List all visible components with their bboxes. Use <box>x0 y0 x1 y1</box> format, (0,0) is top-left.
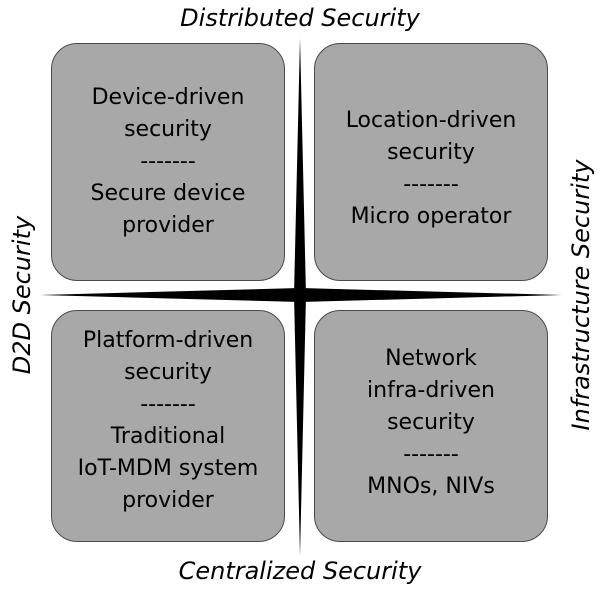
quadrant-separator: ------- <box>403 442 459 467</box>
quadrant-line: security <box>124 360 212 385</box>
axis-label-d2d: D2D Security <box>8 215 36 375</box>
quadrant-line: provider <box>122 213 214 238</box>
axis-label-distributed: Distributed Security <box>180 4 420 32</box>
quadrant-line: Location-driven <box>345 108 517 133</box>
horizontal-axis <box>40 288 562 302</box>
quadrant-separator: ------- <box>140 149 196 174</box>
quadrant-line: Traditional <box>110 424 226 449</box>
quadrant-platform-driven: Platform-driven security ------- Traditi… <box>51 310 285 542</box>
quadrant-line: Micro operator <box>350 204 512 229</box>
quadrant-line: Network <box>385 346 477 371</box>
quadrant-line: Device-driven <box>91 85 245 110</box>
quadrant-separator: ------- <box>140 392 196 417</box>
quadrant-location-driven: Location-driven security ------- Micro o… <box>314 43 548 281</box>
quadrant-line: Secure device <box>90 181 246 206</box>
quadrant-device-driven: Device-driven security ------- Secure de… <box>51 43 285 281</box>
quadrant-line: infra-driven <box>367 378 495 403</box>
quadrant-line: security <box>387 140 475 165</box>
quadrant-line: IoT-MDM system <box>77 456 259 481</box>
axis-label-centralized: Centralized Security <box>178 557 422 585</box>
quadrant-line: security <box>387 410 475 435</box>
quadrant-network-infra-driven: Network infra-driven security ------- MN… <box>314 310 548 542</box>
quadrant-separator: ------- <box>403 172 459 197</box>
axis-label-infrastructure: Infrastructure Security <box>567 159 595 431</box>
quadrant-line: MNOs, NIVs <box>367 474 495 499</box>
quadrant-line: security <box>124 117 212 142</box>
quadrant-line: provider <box>122 488 214 513</box>
quadrant-line: Platform-driven <box>82 328 254 353</box>
